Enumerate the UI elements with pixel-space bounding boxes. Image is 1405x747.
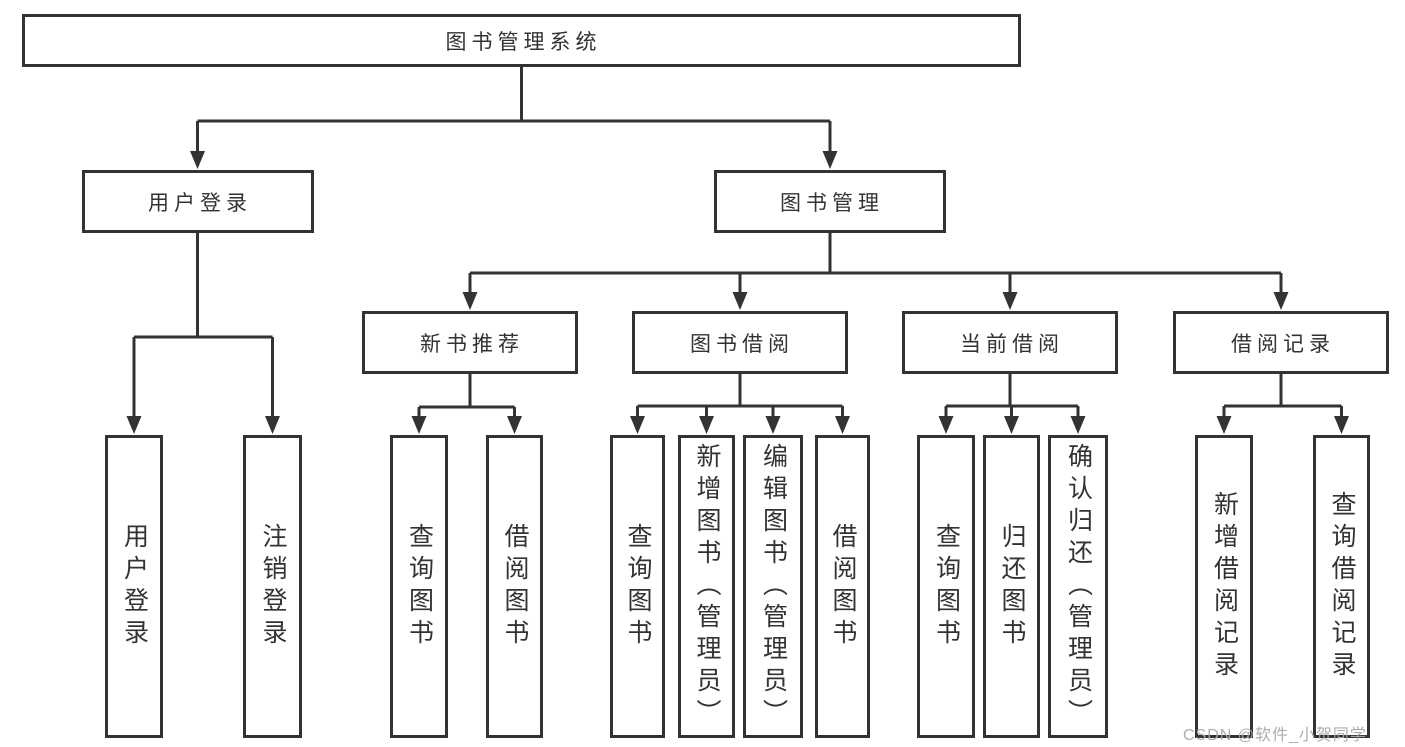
node-label: 图书管理系统 bbox=[445, 30, 602, 54]
arrowheads bbox=[126, 151, 1349, 434]
leaf-return-books: 归还图书 bbox=[983, 435, 1040, 738]
node-label: 查询图书 bbox=[932, 522, 961, 651]
leaf-user-login: 用户登录 bbox=[105, 435, 163, 738]
leaf-logout: 注销登录 bbox=[243, 435, 302, 738]
node-label: 新书推荐 bbox=[420, 332, 524, 356]
node-book-management: 图书管理 bbox=[714, 170, 946, 233]
node-library-system: 图书管理系统 bbox=[22, 14, 1021, 67]
node-label: 图书借阅 bbox=[690, 332, 794, 356]
node-borrowing-records: 借阅记录 bbox=[1173, 311, 1389, 374]
node-label: 用户登录 bbox=[148, 191, 252, 215]
node-label: 注销登录 bbox=[259, 522, 287, 651]
node-label: 借阅图书 bbox=[829, 522, 857, 651]
node-label: 确认归还（管理员） bbox=[1064, 442, 1093, 731]
node-label: 新增图书（管理员） bbox=[693, 442, 721, 731]
node-current-borrowing: 当前借阅 bbox=[902, 311, 1118, 374]
leaf-edit-books-admin: 编辑图书（管理员） bbox=[743, 435, 803, 738]
leaf-confirm-return-admin: 确认归还（管理员） bbox=[1048, 435, 1108, 738]
node-label: 当前借阅 bbox=[960, 332, 1064, 356]
leaf-add-borrow-record: 新增借阅记录 bbox=[1195, 435, 1253, 738]
node-label: 图书管理 bbox=[780, 191, 884, 215]
node-label: 查询借阅记录 bbox=[1328, 490, 1356, 683]
node-label: 新增借阅记录 bbox=[1210, 490, 1239, 683]
node-label: 归还图书 bbox=[998, 522, 1026, 651]
leaf-query-books-recommend: 查询图书 bbox=[390, 435, 448, 738]
leaf-borrow-books-borrowing: 借阅图书 bbox=[815, 435, 870, 738]
node-book-borrowing: 图书借阅 bbox=[632, 311, 848, 374]
node-label: 用户登录 bbox=[120, 522, 149, 651]
node-label: 查询图书 bbox=[405, 522, 434, 651]
node-label: 查询图书 bbox=[624, 522, 652, 651]
leaf-query-books-borrowing: 查询图书 bbox=[610, 435, 665, 738]
node-label: 借阅图书 bbox=[501, 522, 529, 651]
node-label: 编辑图书（管理员） bbox=[759, 442, 788, 731]
watermark: CSDN @软件_小贺同学 bbox=[1183, 727, 1367, 744]
leaf-query-books-current: 查询图书 bbox=[917, 435, 975, 738]
leaf-borrow-books-recommend: 借阅图书 bbox=[486, 435, 543, 738]
leaf-query-borrow-record: 查询借阅记录 bbox=[1313, 435, 1370, 738]
leaf-add-books-admin: 新增图书（管理员） bbox=[678, 435, 735, 738]
node-label: 借阅记录 bbox=[1231, 332, 1335, 356]
node-user-login: 用户登录 bbox=[82, 170, 314, 233]
node-new-book-recommend: 新书推荐 bbox=[362, 311, 578, 374]
